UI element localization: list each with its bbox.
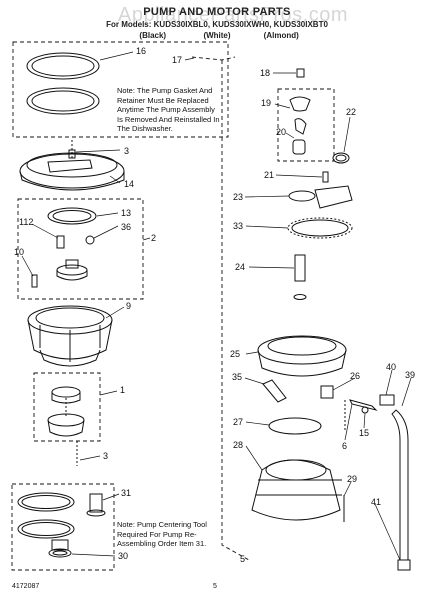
screw-10 [31,274,38,288]
callout-15: 15 [359,428,370,438]
callout-10: 10 [14,247,25,257]
clip-26 [320,385,334,399]
callout-31: 31 [121,488,132,498]
callout-23: 23 [233,192,244,202]
page-number: 5 [213,583,217,590]
callout-35: 35 [232,372,243,382]
callout-17: 17 [172,55,183,65]
motor-28 [251,459,341,521]
callout-26: 26 [350,371,361,381]
document-number: 4172087 [12,583,40,590]
box-pump-parts [17,198,144,300]
callout-16: 16 [136,46,147,56]
motor-parts [251,68,411,571]
callout-18: 18 [260,68,271,78]
color-black: (Black) [139,31,167,40]
impeller-1 [47,386,85,466]
seal-22 [332,152,350,164]
callout-39: 39 [405,370,416,380]
motor-group-line [221,60,250,561]
watermark: AppliancePartsPros.com [118,4,348,26]
callout-112: 112 [19,217,34,227]
gasket-33 [287,217,353,239]
hose-39 [391,409,409,561]
callout-24: 24 [235,262,246,272]
callout-25: 25 [230,349,241,359]
callout-28: 28 [233,440,244,450]
valve-6 [349,399,378,411]
callout-14: 14 [124,179,135,189]
callout-30: 30 [118,551,129,561]
part-20 [292,139,306,155]
color-almond: (Almond) [263,31,299,40]
model-colors: (Black) (White) (Almond) [0,31,434,40]
callout-27: 27 [233,417,244,427]
callout-22: 22 [346,107,357,117]
callout-6: 6 [342,441,348,451]
cap-18 [296,68,305,78]
callout-40: 40 [386,362,397,372]
screw-112 [56,235,65,249]
page-title: PUMP AND MOTOR PARTS [143,6,291,18]
box-impeller [33,372,101,442]
callout-20: 20 [276,127,287,137]
leader-lines [21,51,412,561]
box-tool [11,483,115,571]
diaphragm-27 [268,417,322,435]
gasket-rings-16 [26,52,100,115]
group-boxes [11,41,335,571]
fitting-40 [379,394,395,406]
elbow-35 [262,379,287,403]
screw-21 [322,171,329,183]
color-white: (White) [203,31,231,40]
callout-3: 3 [124,146,130,156]
callout-41: 41 [371,497,382,507]
box-valve [277,88,335,162]
tool-group [17,492,106,558]
callout-3b: 3 [103,451,109,461]
shaft-24 [294,254,306,282]
motor-group-top [191,56,236,61]
callout-2: 2 [151,233,157,243]
callout-19: 19 [261,98,272,108]
pump-gasket-note: Note: The Pump Gasket And Retainer Must … [117,86,220,133]
callout-5: 5 [240,554,246,564]
model-numbers: For Models: KUDS30IXBL0, KUDS30IXWH0, KU… [106,20,328,29]
pump-group-parts [31,207,97,288]
disk-23 [288,190,316,202]
tool-31 [89,493,103,513]
pump-housing-9 [27,305,113,367]
valve-19 [289,96,311,112]
callout-13: 13 [121,208,132,218]
callout-9: 9 [126,301,132,311]
callout-1: 1 [120,385,126,395]
callout-29: 29 [347,474,358,484]
clamp-41 [397,559,411,571]
callout-36: 36 [121,222,132,232]
callout-21: 21 [264,170,275,180]
pump-cover-14 [19,140,125,191]
box-gasket-note [12,41,229,138]
callout-33: 33 [233,221,244,231]
centering-tool-note: Note: Pump Centering Tool Required For P… [117,520,207,548]
